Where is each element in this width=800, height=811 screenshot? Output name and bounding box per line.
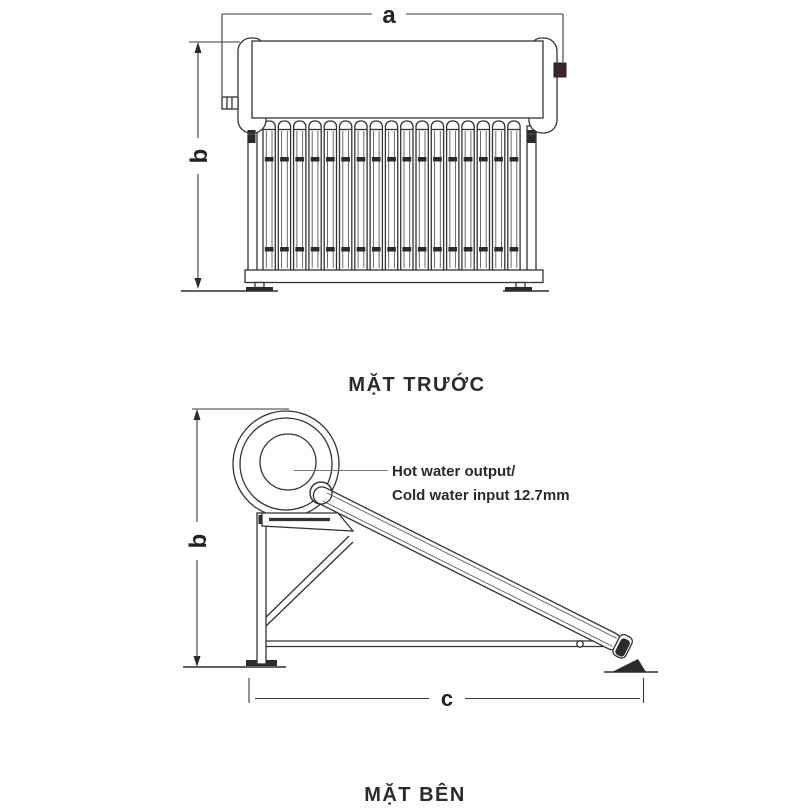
port-annotation: Hot water output/ Cold water input 12.7m… — [294, 463, 570, 504]
frame-pivot-bolt — [576, 640, 584, 648]
tank-right-fitting — [553, 62, 567, 78]
front-dimension-a: a — [221, 2, 564, 96]
front-frame-base — [244, 269, 544, 292]
side-dimension-b: b — [185, 408, 289, 667]
left-foot-plate — [246, 287, 273, 292]
annotation-line1: Hot water output/ — [392, 463, 516, 480]
dimension-c-label: c — [441, 686, 453, 711]
side-frame — [256, 512, 606, 665]
annotation-line2: Cold water input 12.7mm — [392, 487, 570, 504]
side-dimension-c: c — [248, 678, 645, 711]
side-view-title: MẶT BÊN — [364, 782, 466, 806]
water-port-ring — [309, 481, 333, 505]
tank-left-nipple — [221, 96, 239, 110]
side-ground-and-feet — [183, 659, 658, 673]
front-view: a b — [181, 2, 567, 396]
vacuum-tubes-front — [262, 120, 521, 277]
dimension-b-side-label: b — [185, 534, 212, 549]
side-vacuum-tube — [312, 486, 633, 659]
front-dimension-b: b — [186, 41, 240, 289]
side-post — [256, 512, 267, 665]
front-storage-tank — [221, 37, 567, 134]
side-right-foot — [612, 659, 646, 672]
dimension-a-label: a — [382, 2, 396, 29]
front-view-title: MẶT TRƯỚC — [348, 372, 485, 396]
tank-body — [251, 40, 544, 119]
side-view: b c — [183, 408, 658, 806]
right-foot-plate — [505, 287, 532, 292]
dimension-b-front-label: b — [186, 149, 213, 164]
front-post-brackets — [247, 130, 536, 143]
side-tank-bracket — [261, 512, 355, 532]
